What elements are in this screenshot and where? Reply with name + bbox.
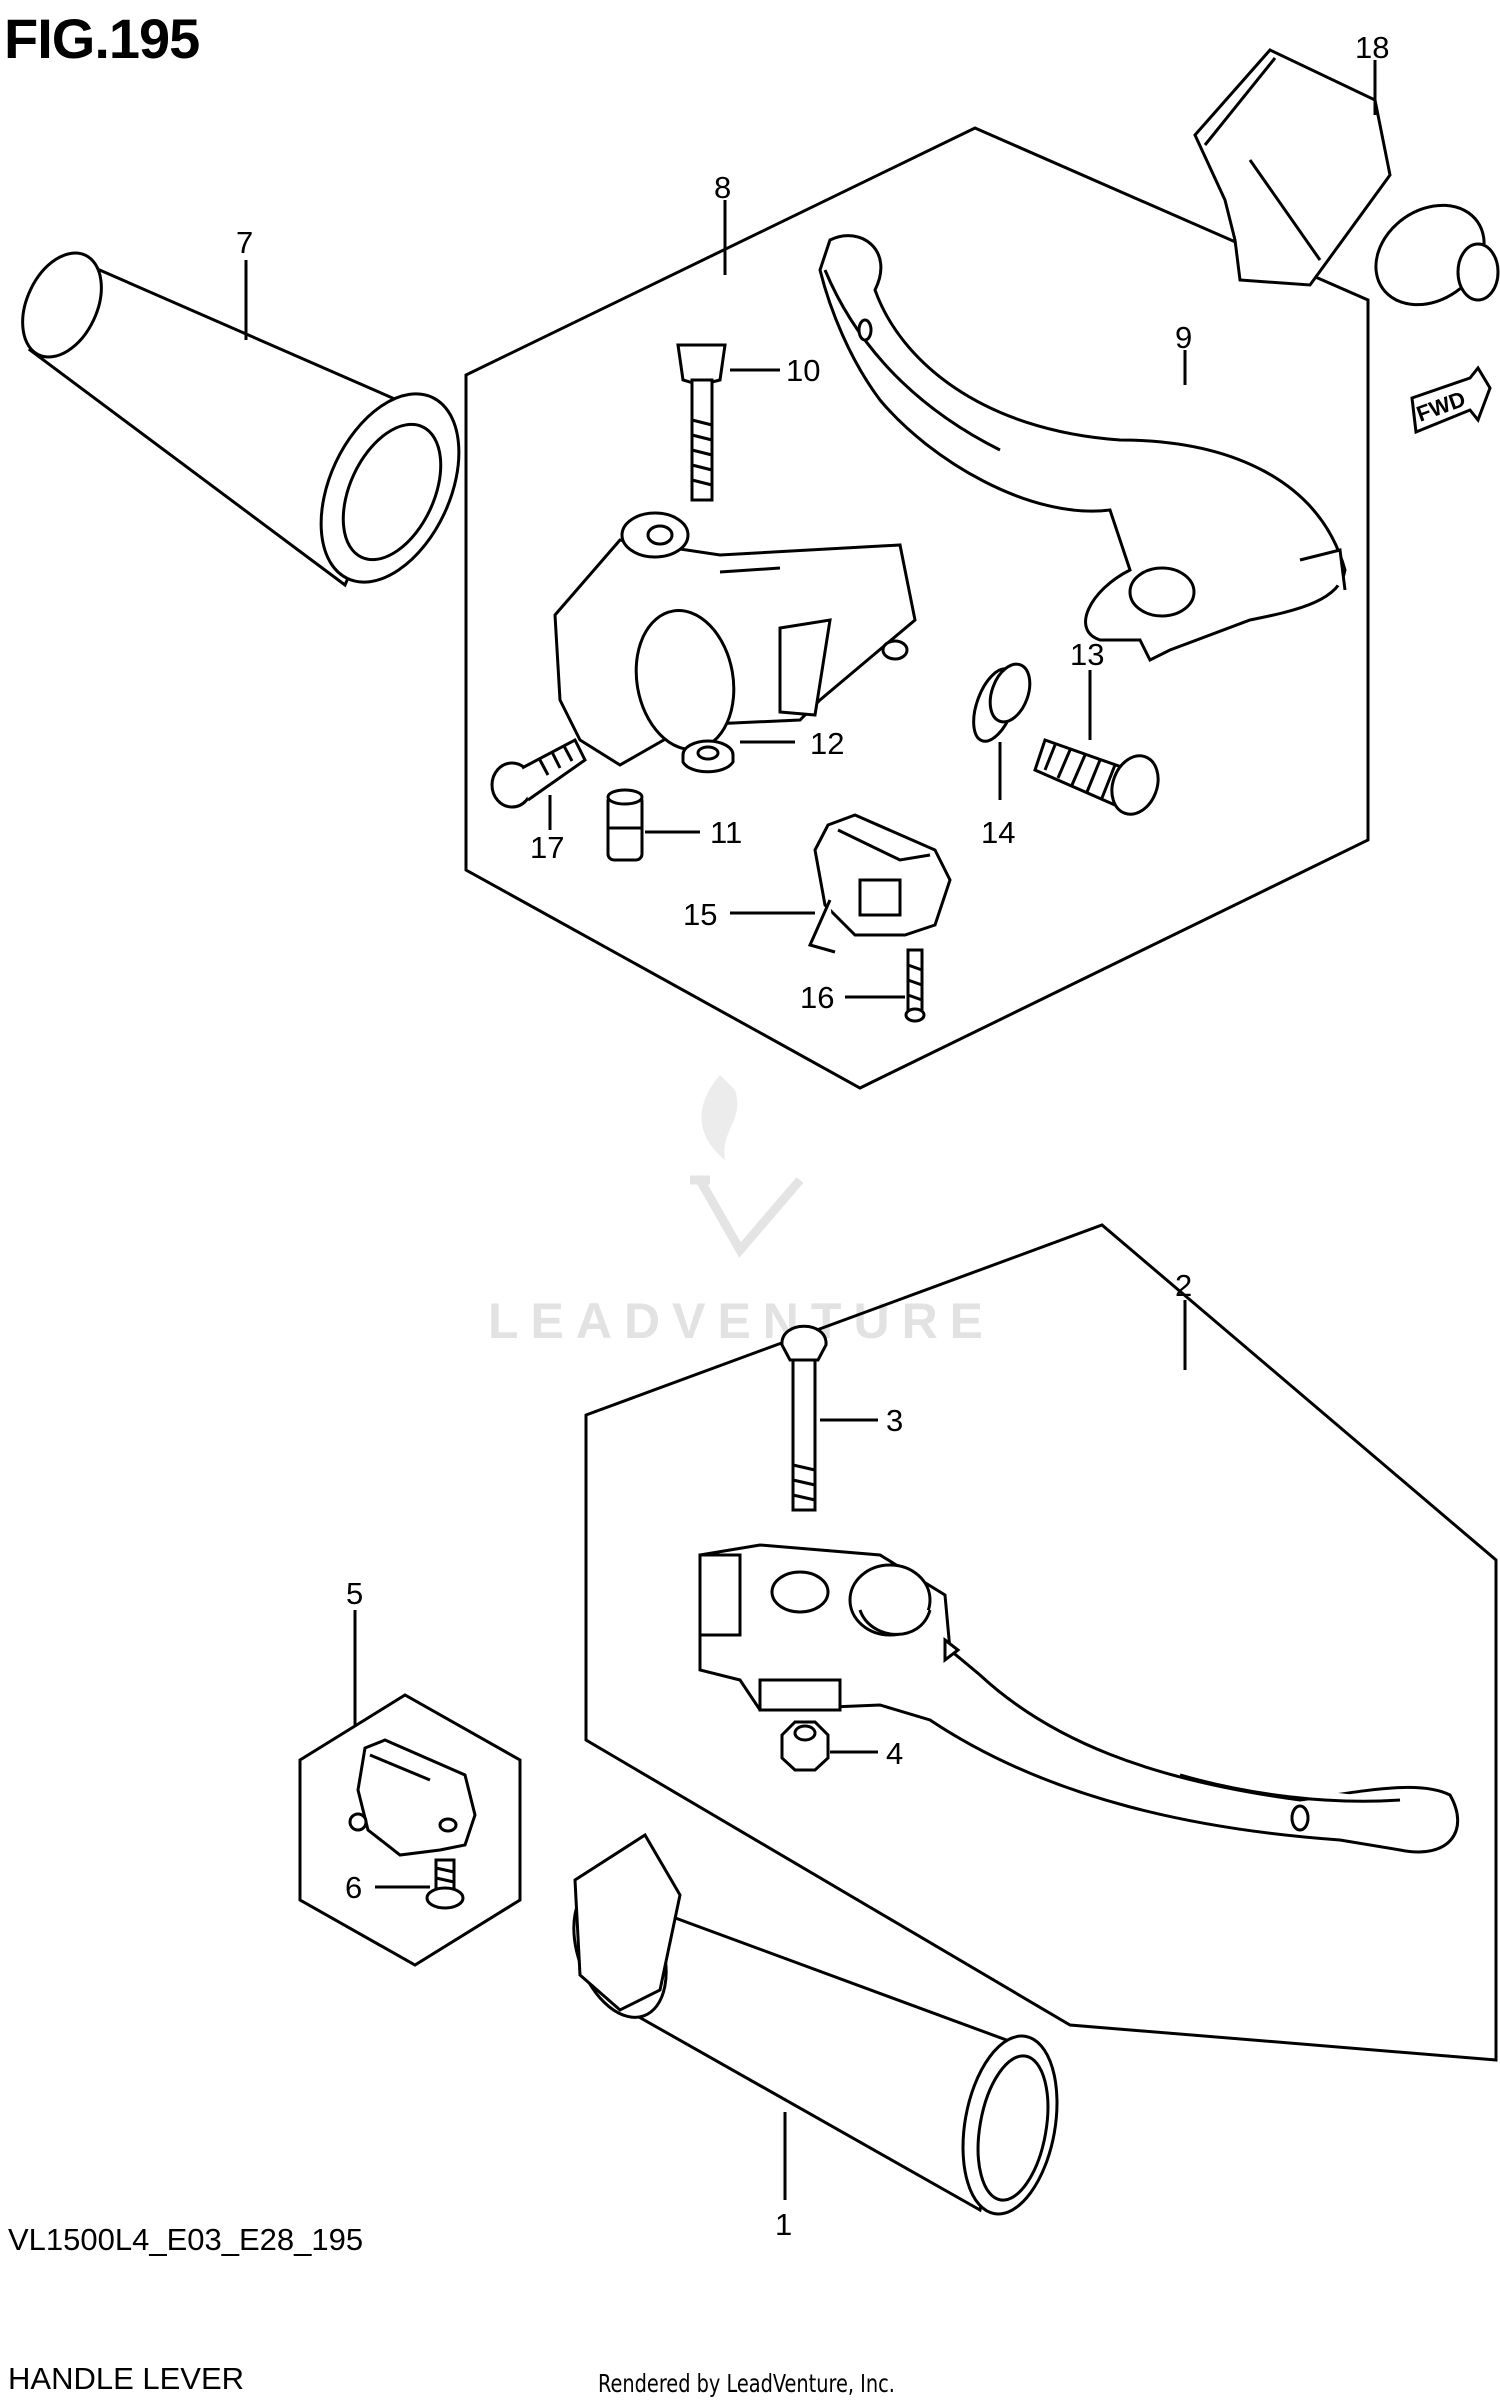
fwd-arrow-icon: FWD <box>1410 365 1492 435</box>
part-15-switch <box>807 813 952 954</box>
watermark-text: LEADVENTURE <box>488 1293 996 1349</box>
part-5-switch <box>348 1738 477 1857</box>
part-1-throttle-grip <box>572 1832 1059 2216</box>
callout-16: 16 <box>800 980 834 1015</box>
fig-title: FIG.195 <box>4 7 200 70</box>
group-outline-2 <box>584 1223 1498 2062</box>
rendered-by-credit: Rendered by LeadVenture, Inc. <box>598 2369 895 2398</box>
callout-15: 15 <box>683 897 717 932</box>
callout-1: 1 <box>775 2207 792 2242</box>
callout-3: 3 <box>886 1403 903 1438</box>
part-2-brake-lever <box>698 1543 1460 1854</box>
part-11-collar <box>606 788 644 862</box>
callout-10: 10 <box>786 353 820 388</box>
part-10-bolt <box>676 343 727 502</box>
callout-2: 2 <box>1175 1268 1192 1303</box>
callout-12: 12 <box>810 726 844 761</box>
part-7-grip <box>21 251 461 588</box>
part-9-clutch-lever <box>818 234 1347 663</box>
watermark-logo <box>690 1075 804 1258</box>
part-14-adjuster-nut <box>972 662 1032 743</box>
callout-13: 13 <box>1070 637 1104 672</box>
group-outline-8 <box>464 126 1370 1090</box>
callout-17: 17 <box>530 830 564 865</box>
callout-9: 9 <box>1175 320 1192 355</box>
callout-5: 5 <box>346 1576 363 1611</box>
part-13-adjuster-screw <box>1033 738 1160 816</box>
part-16-screw <box>904 948 926 1023</box>
part-3-bolt <box>780 1324 828 1512</box>
figure-name: HANDLE LEVER <box>8 2361 245 2396</box>
callout-8: 8 <box>714 170 731 205</box>
callout-14: 14 <box>981 815 1015 850</box>
callout-11: 11 <box>710 815 742 850</box>
model-code: VL1500L4_E03_E28_195 <box>8 2222 364 2257</box>
part-17-screw <box>490 737 587 809</box>
part-6-screw <box>425 1858 465 1910</box>
callout-4: 4 <box>886 1736 903 1771</box>
part-18-handlebar-weight <box>1193 48 1500 307</box>
callout-6: 6 <box>345 1870 362 1905</box>
group-outline-5 <box>298 1693 522 1967</box>
part-12-nut <box>681 739 735 774</box>
leader-lines <box>244 60 1377 2200</box>
part-4-nut <box>780 1720 830 1772</box>
callout-7: 7 <box>236 225 253 260</box>
callout-18: 18 <box>1355 30 1389 65</box>
part-8-lever-bracket <box>553 511 917 767</box>
